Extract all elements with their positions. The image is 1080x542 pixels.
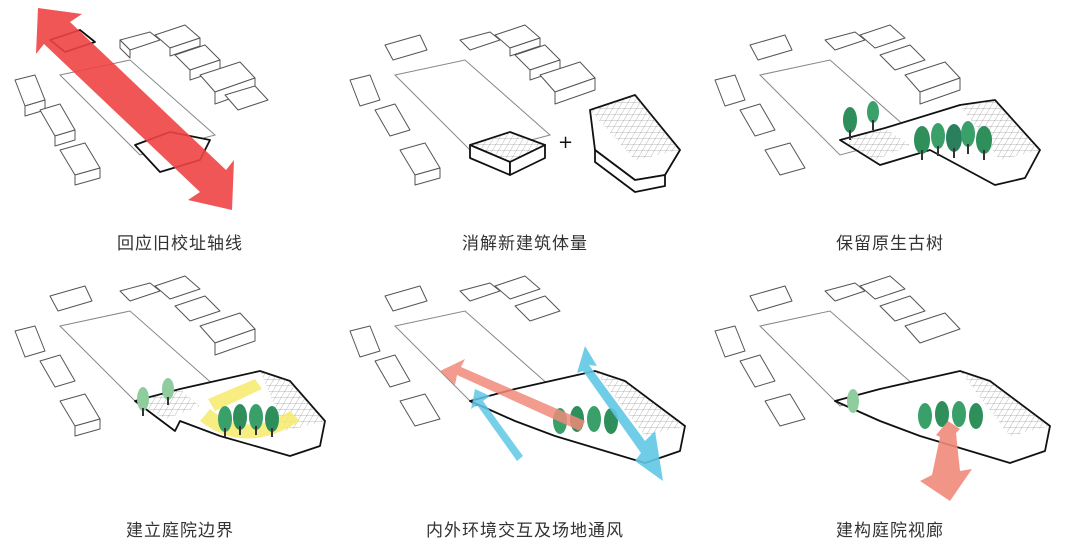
tree (843, 107, 857, 140)
old-trees (843, 101, 992, 160)
tree (931, 123, 945, 156)
new-building-parts (469, 131, 546, 176)
tree (162, 378, 174, 405)
campus-buildings (714, 275, 961, 427)
tree (946, 124, 962, 158)
campus-buildings (714, 24, 961, 176)
tree (137, 387, 149, 416)
campus-buildings (349, 275, 561, 427)
sports-field (393, 59, 552, 156)
courtyard-boundary-top (208, 379, 262, 411)
tree (265, 406, 279, 437)
caption-vista: 建构庭院视廊 (836, 521, 944, 541)
panel-boundary: 建立庭院边界 (0, 271, 360, 542)
trees-diagram (714, 24, 1041, 186)
panel-volume: + 消解新建筑体量 (345, 0, 705, 271)
new-building-mass (589, 94, 681, 193)
vista-diagram (714, 275, 1051, 501)
panel-axis: 回应旧校址轴线 (0, 0, 360, 271)
panel-vista: 建构庭院视廊 (710, 271, 1070, 542)
caption-volume: 消解新建筑体量 (462, 234, 588, 254)
tree (961, 121, 975, 154)
axis-diagram (14, 8, 269, 210)
panel-trees: 保留原生古树 (710, 0, 1070, 271)
cool-wind-arrow-main (577, 346, 663, 481)
volume-diagram: + (349, 24, 681, 193)
cool-wind-arrow-left (471, 389, 523, 461)
tree (218, 406, 232, 437)
panel-ventilation: 内外环境交互及场地通风 (345, 271, 705, 542)
tree (914, 126, 930, 160)
ventilation-diagram (349, 275, 686, 481)
tree (249, 404, 263, 435)
tree (976, 126, 992, 160)
boundary-diagram (14, 275, 326, 457)
old-trees (847, 389, 983, 429)
caption-boundary: 建立庭院边界 (126, 521, 234, 541)
caption-ventilation: 内外环境交互及场地通风 (426, 521, 624, 541)
warm-wind-arrow (440, 359, 585, 431)
tree (867, 101, 879, 130)
plus-sign: + (558, 132, 573, 153)
campus-buildings (14, 275, 256, 437)
caption-axis: 回应旧校址轴线 (117, 234, 243, 254)
caption-trees: 保留原生古树 (836, 234, 944, 254)
old-trees (137, 378, 279, 437)
campus-buildings (349, 24, 596, 186)
tree (233, 404, 247, 435)
vista-arrow (920, 421, 972, 501)
axis-arrow (36, 8, 234, 210)
campus-buildings (14, 24, 269, 186)
